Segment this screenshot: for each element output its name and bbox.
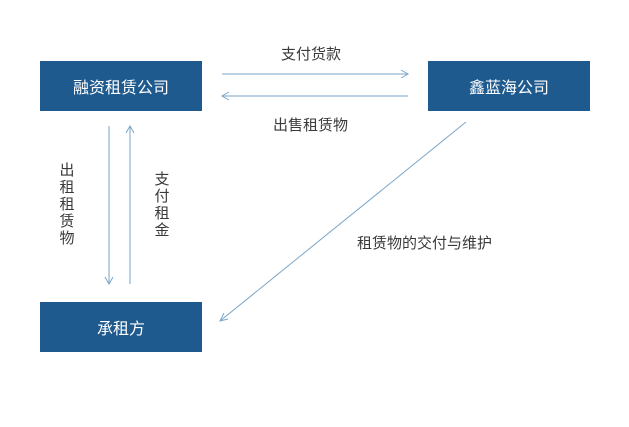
label-pay-goods: 支付货款 bbox=[281, 45, 342, 63]
arrowhead-lease-out bbox=[104, 276, 114, 286]
node-lessee: 承租方 bbox=[40, 302, 202, 352]
arrowhead-sell-leased bbox=[220, 91, 230, 101]
label-pay-rent: 支付租金 bbox=[154, 170, 170, 239]
label-sell-leased: 出售租赁物 bbox=[273, 116, 349, 134]
node-leasing-company: 融资租赁公司 bbox=[40, 61, 202, 111]
arrow-deliver-maintain bbox=[219, 121, 467, 322]
arrowhead-deliver-maintain bbox=[219, 312, 229, 322]
label-lease-out: 出租租赁物 bbox=[59, 161, 75, 247]
arrowhead-pay-goods bbox=[400, 69, 410, 79]
label-deliver-maintain: 租赁物的交付与维护 bbox=[357, 234, 493, 252]
arrowhead-pay-rent bbox=[125, 124, 135, 134]
node-xinlanhai-company: 鑫蓝海公司 bbox=[428, 61, 590, 111]
